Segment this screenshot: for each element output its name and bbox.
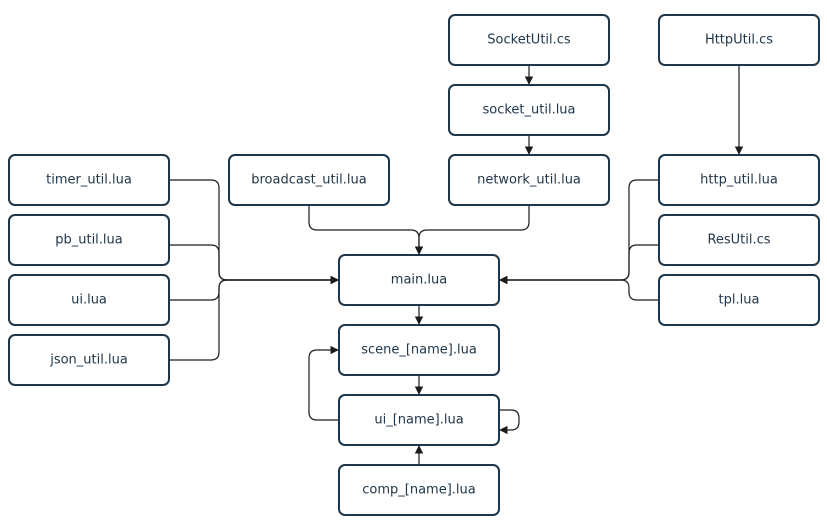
node-label: main.lua: [391, 273, 447, 288]
node-box: [658, 214, 820, 266]
node-label: socket_util.lua: [482, 103, 575, 118]
node-resutil-cs: ResUtil.cs: [658, 214, 820, 266]
node-ui-lua: ui.lua: [8, 274, 170, 326]
node-label: tpl.lua: [719, 293, 760, 308]
edge-pb-util-lua-to-main-lua: [169, 244, 339, 285]
node-box: [8, 214, 170, 266]
node-box: [448, 154, 610, 206]
node-json-util-lua: json_util.lua: [8, 334, 170, 386]
node-tpl-lua: tpl.lua: [658, 274, 820, 326]
node-scene-name-lua: scene_[name].lua: [338, 324, 500, 376]
edge-broadcast-util-lua-to-main-lua: [308, 205, 424, 255]
node-network-util-lua: network_util.lua: [448, 154, 610, 206]
edge-ui-name-lua-to-scene-name-lua: [308, 345, 339, 421]
node-httputil-cs: HttpUtil.cs: [658, 14, 820, 66]
edge-network-util-lua-to-main-lua: [414, 205, 530, 255]
node-box: [338, 394, 500, 446]
node-box: [8, 154, 170, 206]
node-box: [658, 274, 820, 326]
edge-json-util-lua-to-main-lua: [169, 275, 339, 361]
node-label: ResUtil.cs: [707, 233, 770, 248]
node-broadcast-util-lua: broadcast_util.lua: [228, 154, 390, 206]
node-ui-name-lua: ui_[name].lua: [338, 394, 500, 446]
edge-ui-lua-to-main-lua: [169, 275, 339, 301]
node-box: [658, 14, 820, 66]
node-label: network_util.lua: [477, 173, 581, 188]
node-label: json_util.lua: [49, 353, 128, 368]
edges-layer: [169, 65, 744, 465]
node-http-util-lua: http_util.lua: [658, 154, 820, 206]
node-label: SocketUtil.cs: [487, 33, 571, 48]
node-box: [448, 14, 610, 66]
node-socketutil-cs: SocketUtil.cs: [448, 14, 610, 66]
node-label: ui_[name].lua: [374, 413, 463, 428]
node-box: [338, 254, 500, 306]
node-box: [338, 464, 500, 516]
node-label: timer_util.lua: [46, 173, 132, 188]
edge-ui-name-lua-to-ui-name-lua: [499, 409, 520, 435]
node-label: ui.lua: [71, 293, 107, 308]
node-label: pb_util.lua: [55, 233, 123, 248]
node-label: HttpUtil.cs: [705, 33, 773, 48]
node-label: http_util.lua: [700, 173, 778, 188]
node-label: broadcast_util.lua: [251, 173, 366, 188]
node-label: comp_[name].lua: [362, 483, 475, 498]
node-comp-name-lua: comp_[name].lua: [338, 464, 500, 516]
node-pb-util-lua: pb_util.lua: [8, 214, 170, 266]
edge-resutil-cs-to-main-lua: [499, 244, 659, 285]
nodes-layer: SocketUtil.cs HttpUtil.cs socket_util.luat…: [8, 14, 820, 516]
node-box: [8, 274, 170, 326]
node-socket-util-lua: socket_util.lua: [448, 84, 610, 136]
node-box: [448, 84, 610, 136]
node-timer-util-lua: timer_util.lua: [8, 154, 170, 206]
node-box: [338, 324, 500, 376]
node-main-lua: main.lua: [338, 254, 500, 306]
node-box: [8, 334, 170, 386]
node-box: [228, 154, 390, 206]
edge-tpl-lua-to-main-lua: [499, 275, 659, 301]
node-label: scene_[name].lua: [361, 343, 477, 358]
node-box: [658, 154, 820, 206]
